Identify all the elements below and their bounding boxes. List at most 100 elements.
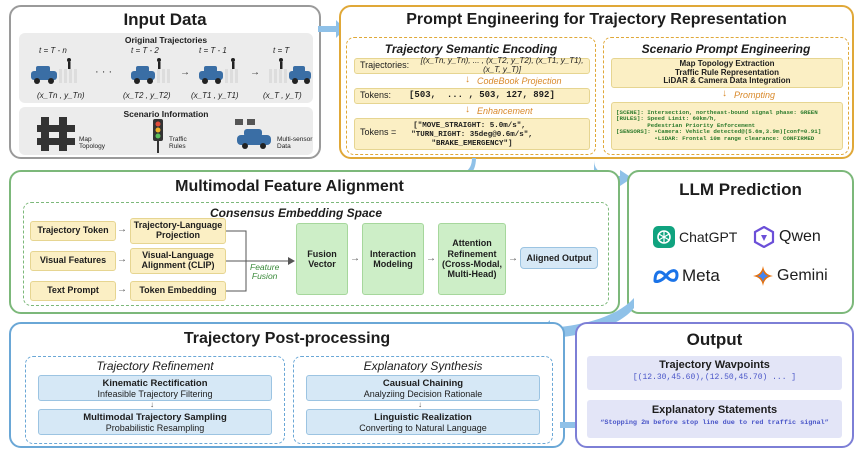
tokens-label: Tokens: (360, 90, 392, 101)
model-meta: Meta (653, 266, 720, 286)
tokens-row: Tokens: [503, ... , 503, 127, 892] (354, 88, 590, 104)
feature-fusion-label: Feature Fusion (250, 262, 280, 282)
post-processing-panel: Trajectory Post-processing Trajectory Re… (9, 322, 565, 448)
stage-attention-refinement: Attention Refinement (Cross-Modal, Multi… (438, 223, 506, 295)
prompt-engineering-panel: Prompt Engineering for Trajectory Repres… (339, 5, 854, 159)
prompt-engineering-title: Prompt Engineering for Trajectory Repres… (406, 11, 787, 28)
crosswalk-icon (59, 69, 77, 83)
explanatory-synthesis-title: Explanatory Synthesis (363, 359, 483, 373)
synthesis-step: Causual Chaining Analyziing Decision Rat… (306, 375, 540, 401)
input-visual-features: Visual Features (30, 251, 116, 271)
traffic-rules-label: Traffic Rules (169, 136, 187, 150)
car-icon (31, 66, 57, 84)
svg-text:→: → (250, 67, 260, 78)
car-icon (289, 66, 311, 84)
time-label: t = T (273, 46, 290, 55)
scenario-item: Map Topology Extraction (679, 58, 775, 68)
down-arrow-icon: ↓ (150, 400, 154, 409)
car-icon (199, 66, 223, 84)
car-icon (131, 66, 155, 84)
time-label: t = T - n (39, 46, 67, 55)
pedestrian-icon (279, 58, 283, 69)
step-sub: Infeasible Trajectory Filtering (97, 389, 213, 400)
arrow-icon: → (350, 253, 360, 264)
enhancement-label: Enhancement (477, 106, 533, 116)
projection-visual-language: Visual-Language Alignment (CLIP) (130, 248, 226, 274)
stage-fusion-vector: Fusion Vector (296, 223, 348, 295)
statements-title: Explanatory Statements (651, 404, 778, 416)
down-arrow-icon: ↓ (722, 88, 727, 99)
step-head: Kinematic Rectification (102, 378, 208, 389)
crosswalk-icon (225, 69, 238, 83)
trajectories-value: [(x_Tn, y_Tn), ... , (x_T2, y_T2), (x_T1… (420, 56, 584, 74)
input-data-title: Input Data (123, 10, 207, 29)
output-panel: Output Trajectory Wavpoints [(12.30,45.6… (575, 322, 854, 448)
arrow-icon: → (117, 284, 127, 295)
semantic-encoding-title: Trajectory Semantic Encoding (384, 42, 558, 56)
coord-label: (x_T1 , y_T1) (191, 91, 239, 100)
arrow-icon: → (117, 224, 127, 235)
prompt-line: [SENSORS]: •Camera: Vehicle detected@(5.… (616, 128, 822, 136)
pedestrian-icon (157, 58, 161, 69)
scenario-prompt-box: Scenario Prompt Engineering Map Topology… (603, 37, 849, 155)
codebook-label: CodeBook Projection (477, 76, 562, 86)
projection-trajectory-language: Trajectory-Language Projection (130, 218, 226, 244)
sensor-car-icon (235, 119, 271, 149)
crosswalk-icon (269, 69, 287, 83)
trajectory-refinement-title: Trajectory Refinement (96, 359, 214, 373)
model-name: Qwen (779, 228, 821, 245)
tokens2-label: Tokens = (360, 127, 397, 137)
stage-interaction-modeling: Interaction Modeling (362, 223, 424, 295)
chatgpt-icon (653, 226, 675, 248)
model-gemini: Gemini (753, 266, 828, 286)
model-name: Gemini (777, 267, 828, 284)
model-name: ChatGPT (679, 229, 738, 245)
alignment-panel: Multimodal Feature Alignment Consensus E… (9, 170, 620, 314)
scenario-box: Scenario Information Map Topology Traffi… (19, 107, 313, 155)
trajectories-box: Original Trajectories t = T - n t = T - … (19, 33, 313, 103)
down-arrow-icon: ↓ (465, 104, 470, 115)
output-title: Output (686, 330, 743, 349)
tokens2-line: ["MOVE_STRAIGHT: 5.0m/s", (413, 122, 526, 130)
map-topology-label: Map Topology (79, 136, 106, 150)
input-text-prompt: Text Prompt (30, 281, 116, 301)
tokens2-row: Tokens = ["MOVE_STRAIGHT: 5.0m/s", "TURN… (354, 118, 590, 150)
svg-text:→: → (180, 67, 190, 78)
time-label: t = T - 1 (199, 46, 227, 55)
coord-label: (x_T , y_T) (263, 91, 302, 100)
prompt-line: [SCENE]: Intersection, northeast-bound s… (616, 109, 818, 117)
fusion-connector (226, 230, 295, 292)
traffic-light-icon (153, 119, 163, 153)
aligned-output: Aligned Output (520, 247, 598, 269)
trajectories-label: Trajectories: (360, 60, 410, 71)
statements-box: Explanatory Statements “Stopping 2m befo… (587, 400, 842, 438)
step-sub: Probabilistic Resampling (105, 423, 205, 434)
coord-label: (x_T2 , y_T2) (123, 91, 171, 100)
qwen-icon (753, 226, 775, 248)
waypoints-title: Trajectory Wavpoints (659, 359, 770, 371)
model-chatgpt: ChatGPT (653, 226, 737, 248)
explanatory-synthesis-box: Explanatory Synthesis Causual Chaining A… (293, 356, 553, 444)
llm-title: LLM Prediction (679, 180, 802, 199)
synthesis-step: Linguistic Realization Converting to Nat… (306, 409, 540, 435)
refinement-step: Kinematic Rectification Infeasible Traje… (38, 375, 272, 401)
prompt-line: [RULES]: Speed Limit: 60km/h, (616, 115, 717, 123)
scenario-items: Map Topology Extraction Traffic Rule Rep… (611, 58, 843, 88)
step-head: Linguistic Realization (374, 412, 472, 423)
tokens2-line: "TURN_RIGHT: 35deg@0.6m/s", (411, 131, 533, 139)
consensus-space-box: Consensus Embedding Space Trajectory Tok… (23, 202, 609, 306)
arrow-icon: → (508, 253, 518, 264)
step-head: Causual Chaining (382, 378, 464, 389)
ellipsis: · · · (95, 66, 112, 78)
scenario-item: Traffic Rule Representation (674, 67, 780, 77)
trajectory-refinement-box: Trajectory Refinement Kinematic Rectific… (25, 356, 285, 444)
step-sub: Analyziing Decision Rationale (363, 389, 483, 400)
tokens-value: [503, ... , 503, 127, 892] (409, 90, 555, 101)
input-trajectory-token: Trajectory Token (30, 221, 116, 241)
arrow-icon: → (426, 253, 436, 264)
waypoints-box: Trajectory Wavpoints [(12.30,45.60),(12.… (587, 356, 842, 390)
scenario-prompt-lines: [SCENE]: Intersection, northeast-bound s… (611, 102, 843, 150)
prompting-label: Prompting (734, 90, 776, 100)
statements-value: “Stopping 2m before stop line due to red… (600, 419, 829, 427)
crosswalk-icon (157, 69, 170, 83)
